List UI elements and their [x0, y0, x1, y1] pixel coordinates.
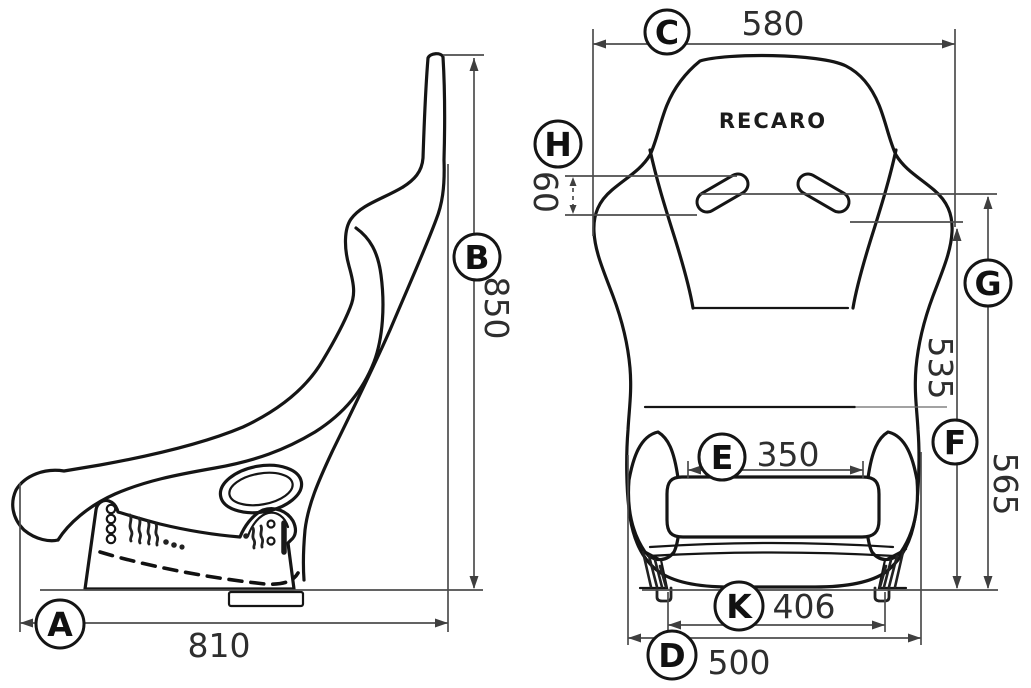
- bracket-holes: [105, 503, 117, 545]
- dimension-values: 810 850 580 500 350 535 565 60 406: [188, 4, 1026, 682]
- belt-slot-right: [796, 172, 851, 214]
- dim-value-E: 350: [757, 435, 820, 474]
- right-foot-tab: [873, 586, 891, 603]
- left-foot-tab: [655, 586, 673, 603]
- callout-K: K: [713, 580, 765, 632]
- dim-value-D: 500: [708, 643, 771, 682]
- svg-text:F: F: [944, 423, 967, 462]
- dim-value-H: 60: [526, 171, 565, 213]
- side-seat-front-outline: [11, 185, 405, 543]
- dim-value-C: 580: [742, 4, 805, 43]
- callout-A: A: [34, 598, 86, 650]
- front-view-dimensions: [565, 29, 998, 645]
- callout-E: E: [697, 432, 747, 482]
- front-view: RECARO: [592, 53, 954, 603]
- svg-text:B: B: [464, 238, 489, 277]
- front-seat-outline: [592, 53, 954, 589]
- callout-H: H: [533, 119, 583, 169]
- svg-text:A: A: [47, 605, 73, 644]
- dim-value-A: 810: [188, 626, 251, 665]
- dim-value-F: 535: [921, 337, 960, 400]
- base-sweep-upper: [648, 541, 895, 549]
- svg-text:C: C: [655, 13, 679, 52]
- side-seat-back-outline: [301, 52, 447, 582]
- brand-logo: RECARO: [719, 109, 827, 133]
- belt-slot-left: [695, 172, 750, 214]
- svg-text:H: H: [544, 125, 572, 164]
- seat-cushion: [665, 475, 881, 539]
- side-mount-bracket: [83, 498, 298, 591]
- callout-D: D: [646, 629, 698, 681]
- callout-G: G: [963, 258, 1013, 308]
- front-left-wing-inner-edge: [648, 148, 695, 310]
- side-rail-foot: [227, 590, 305, 608]
- harness-slot: [218, 463, 304, 515]
- left-mount-foot: [638, 547, 673, 603]
- bracket-hatch-marks: [128, 513, 287, 555]
- side-view-dimensions: [19, 54, 484, 632]
- dim-value-K: 406: [773, 587, 836, 626]
- side-seat-inner-line: [56, 226, 385, 542]
- side-view: [11, 52, 447, 608]
- svg-text:D: D: [658, 636, 685, 675]
- svg-text:E: E: [711, 438, 734, 477]
- callout-C: C: [643, 8, 691, 56]
- callout-balloons: A B C D E F G H: [34, 8, 1013, 681]
- base-sweep-lower: [646, 551, 897, 558]
- bracket-hump-inner-edge: [246, 511, 290, 538]
- callout-B: B: [452, 232, 502, 282]
- front-right-wing-inner-edge: [851, 148, 898, 310]
- dim-value-G: 565: [986, 453, 1025, 516]
- svg-text:K: K: [726, 587, 753, 626]
- callout-F: F: [931, 418, 979, 466]
- svg-text:G: G: [974, 264, 1001, 303]
- dim-value-B: 850: [477, 277, 516, 340]
- right-mount-foot: [873, 547, 908, 603]
